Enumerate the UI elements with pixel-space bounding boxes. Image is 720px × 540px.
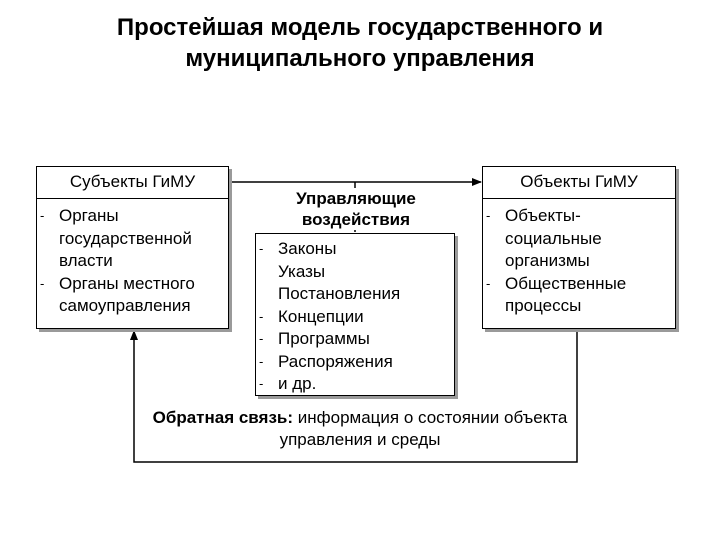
list-item: -Органы государственной власти	[40, 206, 192, 270]
page-title: Простейшая модель государственного и мун…	[0, 12, 720, 74]
list-item: -Программы	[256, 328, 454, 351]
control-list: -Законы Указы Постановления -Концепции -…	[256, 234, 454, 396]
list-item: -Объекты-социальные организмы	[486, 206, 602, 270]
list-item: Указы	[278, 261, 326, 281]
bullet: -	[486, 275, 491, 291]
subjects-box: Субъекты ГиМУ -Органы государственной вл…	[36, 166, 229, 329]
title-line-2: муниципального управления	[185, 45, 535, 72]
list-item: -Органы местного самоуправления	[40, 273, 195, 316]
list-item: -Общественные процессы	[486, 273, 627, 316]
bullet: -	[40, 208, 45, 223]
objects-header: Объекты ГиМУ	[483, 167, 675, 199]
feedback-label-text: информация о состоянии объекта управлени…	[279, 408, 568, 449]
bullet: -	[40, 275, 45, 291]
subjects-list: -Органы государственной власти -Органы м…	[37, 199, 228, 318]
bullet: -	[259, 331, 264, 346]
subjects-header: Субъекты ГиМУ	[37, 167, 228, 199]
control-label: Управляющие воздействия	[270, 188, 442, 230]
list-item: -и др.	[256, 373, 454, 396]
bullet: -	[486, 208, 491, 223]
objects-list: -Объекты-социальные организмы -Обществен…	[483, 199, 675, 318]
bullet: -	[259, 241, 264, 256]
control-box: -Законы Указы Постановления -Концепции -…	[255, 233, 455, 396]
list-item: -Распоряжения	[256, 351, 454, 374]
bullet: -	[259, 308, 264, 324]
bullet: -	[259, 376, 264, 391]
list-item: -Законы	[256, 238, 454, 261]
feedback-label: Обратная связь: информация о состоянии о…	[150, 407, 570, 451]
feedback-label-bold: Обратная связь:	[152, 408, 294, 427]
feedback-arrow	[130, 329, 578, 463]
list-item: -Концепции	[256, 306, 454, 329]
bullet: -	[259, 353, 264, 369]
title-line-1: Простейшая модель государственного и	[116, 14, 604, 41]
objects-box: Объекты ГиМУ -Объекты-социальные организ…	[482, 166, 676, 329]
list-item: Постановления	[278, 284, 401, 303]
